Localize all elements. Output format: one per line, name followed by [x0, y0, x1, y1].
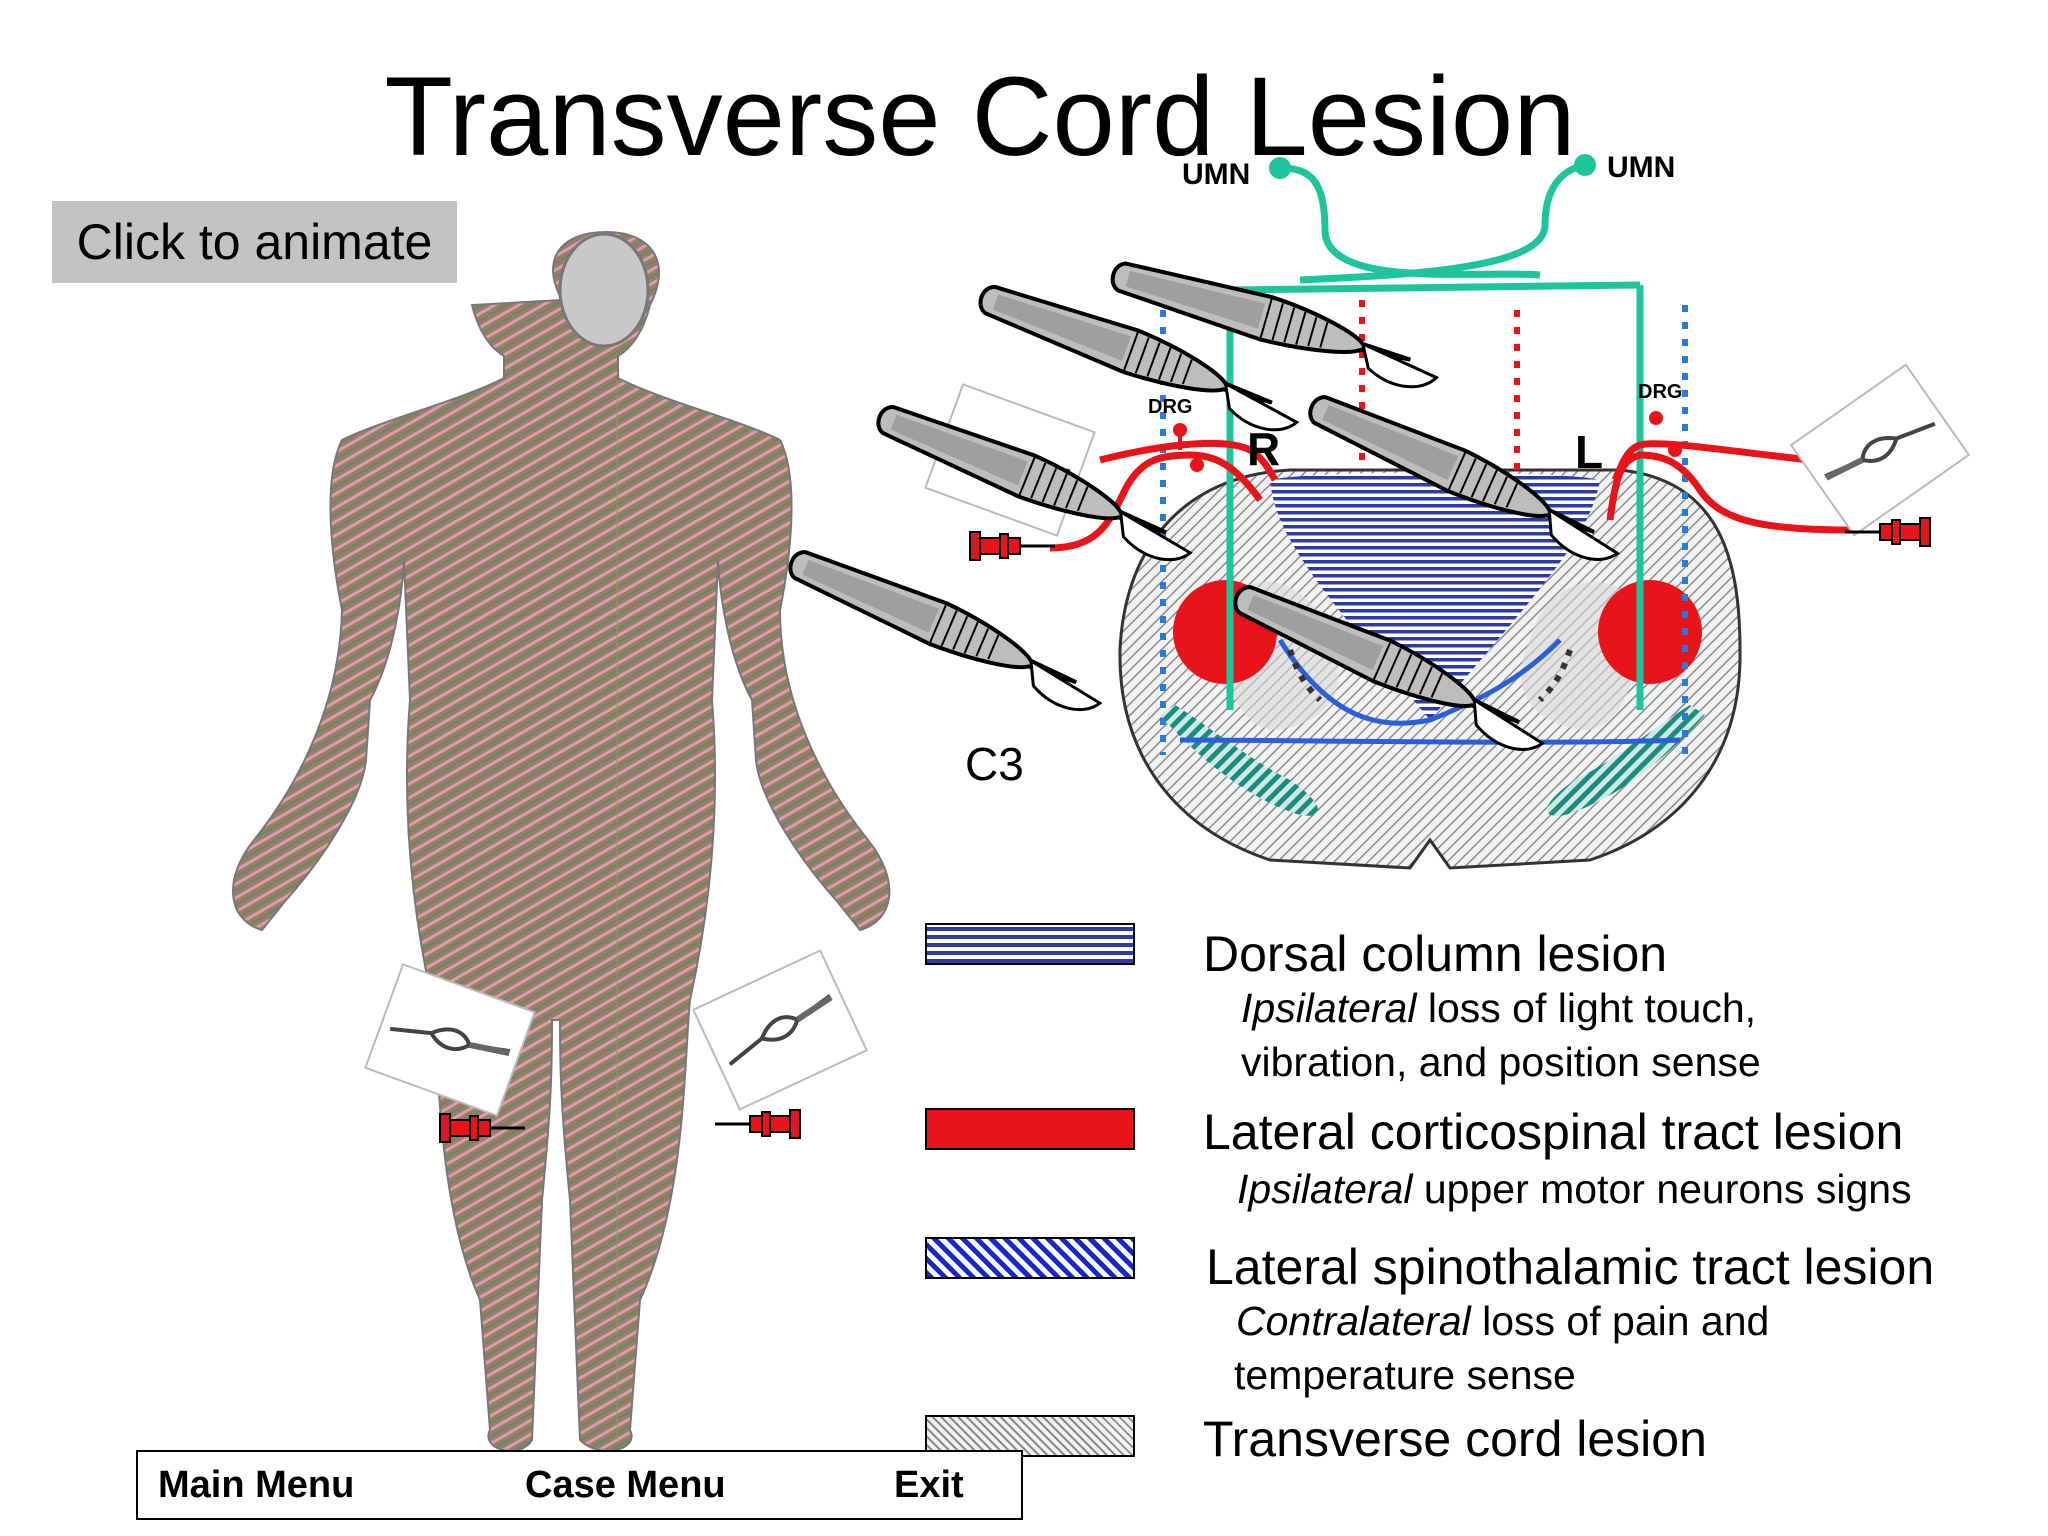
pin-icon [968, 530, 1057, 562]
legend-swatch-spinothalamic [925, 1237, 1135, 1279]
main-menu-button[interactable]: Main Menu [158, 1464, 355, 1506]
tuning-fork-icon [1791, 365, 1969, 535]
sensory-roots [1049, 439, 1851, 552]
legend-heading-dorsal-column: Dorsal column lesion [1203, 926, 1668, 982]
animate-button[interactable]: Click to animate [52, 201, 457, 283]
legend-desc-emphasis: Ipsilateral [1237, 1166, 1413, 1212]
dorsal-column [1270, 472, 1600, 720]
legend-desc-text: loss of pain and [1470, 1298, 1770, 1344]
legend-swatch-transverse [925, 1415, 1135, 1457]
umn-label-right: UMN [1607, 151, 1675, 184]
corticospinal-tract-left [1598, 580, 1702, 684]
umn-cell-body-left [1269, 157, 1291, 179]
legend-swatch-dorsal-column [925, 923, 1135, 965]
legend-desc-emphasis: Contralateral [1236, 1298, 1471, 1344]
legend-desc-emphasis: Ipsilateral [1241, 985, 1417, 1031]
legend-heading-spinothalamic: Lateral spinothalamic tract lesion [1206, 1239, 1935, 1295]
spinothalamic-tract-left [1546, 705, 1705, 816]
spinothalamic-tract-right [1160, 705, 1319, 816]
legend-heading-corticospinal: Lateral corticospinal tract lesion [1203, 1104, 1904, 1160]
legend-desc-spinothalamic-line2: temperature sense [1234, 1352, 1576, 1398]
legend-desc-dorsal-column-line2: vibration, and position sense [1241, 1039, 1761, 1085]
legend-desc-text: upper motor neurons signs [1412, 1166, 1912, 1212]
body-silhouette [232, 230, 891, 1452]
nav-bar: Main Menu Case Menu Exit [136, 1450, 1023, 1520]
umn-tracts [1226, 161, 1644, 710]
drg-label-right: DRG [1148, 396, 1192, 418]
legend-desc-text: loss of light touch, [1416, 985, 1757, 1031]
case-menu-button[interactable]: Case Menu [525, 1464, 726, 1506]
page-title: Transverse Cord Lesion [384, 54, 1576, 179]
level-label: C3 [965, 738, 1024, 790]
side-label-right: R [1247, 423, 1280, 475]
legend-desc-dorsal-column: Ipsilateral loss of light touch, [1241, 981, 1756, 1035]
legend-desc-spinothalamic: Contralateral loss of pain and [1236, 1294, 1769, 1348]
tuning-fork-icon [693, 951, 866, 1110]
body-figure [232, 230, 891, 1452]
drg-label-left: DRG [1638, 381, 1682, 403]
umn-cell-body-right [1574, 154, 1596, 176]
head [558, 232, 650, 348]
pin-icon [713, 1108, 802, 1140]
legend-heading-transverse: Transverse cord lesion [1203, 1411, 1707, 1467]
legend-desc-corticospinal: Ipsilateral upper motor neurons signs [1237, 1162, 1912, 1216]
exit-button[interactable]: Exit [894, 1464, 964, 1506]
side-label-left: L [1575, 426, 1603, 478]
umn-label-left: UMN [1182, 158, 1250, 191]
legend-swatch-corticospinal [925, 1108, 1135, 1150]
